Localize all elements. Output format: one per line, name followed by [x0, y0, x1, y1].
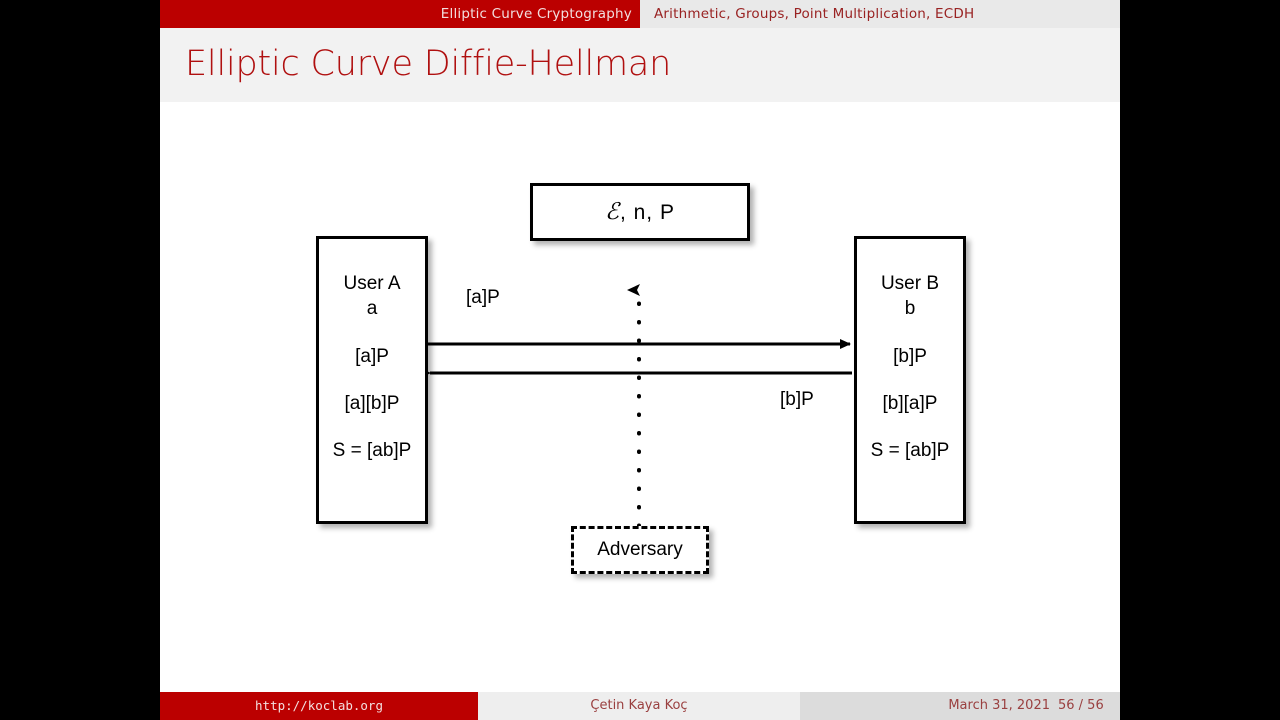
footer-page-number: 56 / 56	[1058, 698, 1104, 713]
letterbox-bar-left	[0, 0, 160, 720]
footer-accent-block	[160, 692, 478, 720]
slide-canvas: Elliptic Curve Cryptography Arithmetic, …	[160, 0, 1120, 720]
user-a-secret: a	[366, 298, 378, 319]
letterbox-bar-right	[1120, 0, 1280, 720]
slide-body: ℰ, n, P User A a [a]P [a][b]P S = [ab]P …	[160, 102, 1120, 692]
adversary-label: Adversary	[597, 539, 683, 560]
public-parameters-label: ℰ, n, P	[605, 199, 675, 225]
user-a-public: [a]P	[355, 346, 389, 367]
user-a-computed: [a][b]P	[344, 393, 400, 414]
title-band: Elliptic Curve Diffie-Hellman	[160, 28, 1120, 102]
user-a-name: User A	[343, 273, 401, 294]
header-section-title: Elliptic Curve Cryptography	[440, 6, 632, 22]
user-b-box: User B b [b]P [b][a]P S = [ab]P	[854, 236, 966, 524]
user-a-box: User A a [a]P [a][b]P S = [ab]P	[316, 236, 428, 524]
user-b-name: User B	[880, 273, 940, 294]
arrow-label-b-to-a: [b]P	[780, 389, 814, 410]
params-rest: , n, P	[619, 201, 675, 224]
footer-author: Çetin Kaya Koç	[590, 698, 688, 713]
curve-symbol-icon: ℰ	[605, 199, 620, 225]
header-accent-block	[160, 0, 640, 28]
user-b-shared-secret: S = [ab]P	[870, 440, 950, 461]
slide-header: Elliptic Curve Cryptography Arithmetic, …	[160, 0, 1120, 28]
ecdh-protocol-diagram: ℰ, n, P User A a [a]P [a][b]P S = [ab]P …	[160, 102, 1120, 692]
footer-date: March 31, 2021	[948, 698, 1050, 713]
page-title: Elliptic Curve Diffie-Hellman	[185, 44, 672, 84]
user-b-public: [b]P	[893, 346, 927, 367]
user-b-secret: b	[904, 298, 916, 319]
footer-url-link[interactable]: http://koclab.org	[255, 698, 383, 713]
arrow-label-a-to-b: [a]P	[466, 287, 500, 308]
adversary-box: Adversary	[571, 526, 709, 574]
user-b-computed: [b][a]P	[882, 393, 938, 414]
footer-right-block	[800, 692, 1120, 720]
user-a-shared-secret: S = [ab]P	[332, 440, 412, 461]
slide-footer: http://koclab.org Çetin Kaya Koç March 3…	[160, 692, 1120, 720]
header-subsection-title: Arithmetic, Groups, Point Multiplication…	[654, 6, 975, 22]
public-parameters-box: ℰ, n, P	[530, 183, 750, 241]
